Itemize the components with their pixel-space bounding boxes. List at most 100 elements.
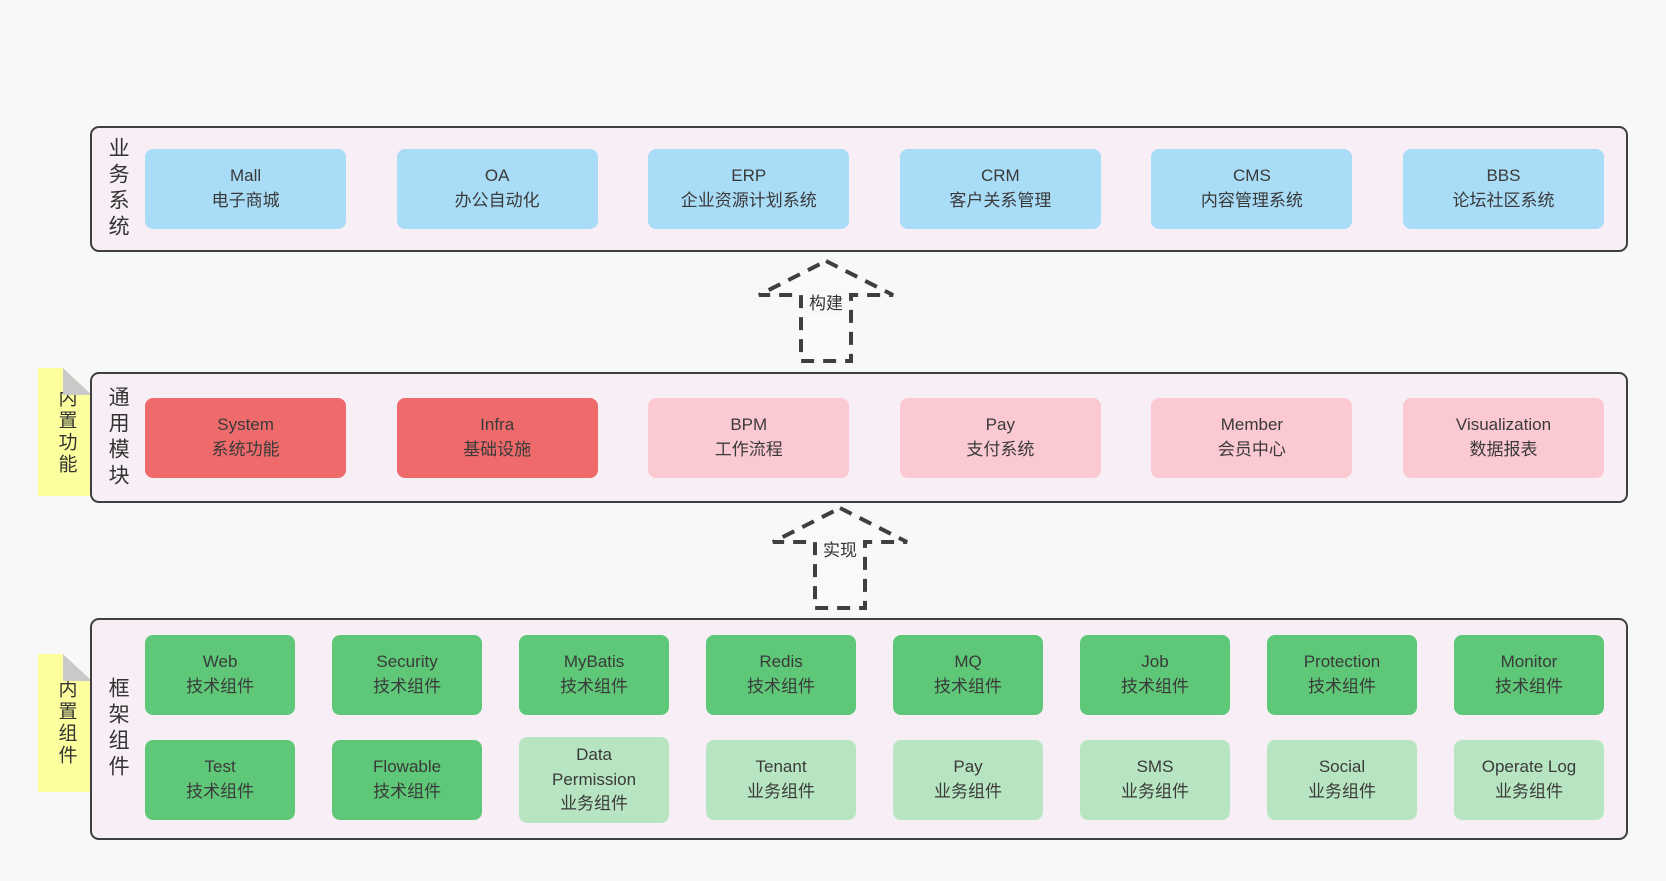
framework-component-box: Security 技术组件 — [332, 635, 483, 716]
box-subtitle: 系统功能 — [211, 439, 280, 459]
box-title: Member — [1220, 414, 1284, 434]
framework-component-box: Protection 技术组件 — [1267, 635, 1417, 716]
box-subtitle: 技术组件 — [1308, 677, 1376, 697]
box-subtitle: 客户关系管理 — [949, 191, 1052, 210]
arrow-build-label: 构建 — [805, 288, 847, 315]
box-title: Test — [204, 757, 236, 777]
framework-component-box: Tenant 业务组件 — [706, 739, 857, 820]
box-title: Infra — [480, 414, 515, 434]
box-subtitle: 内容管理系统 — [1200, 191, 1303, 210]
box-title: Mall — [230, 166, 262, 186]
arrow-implement: 实现 — [770, 505, 910, 611]
box-subtitle: 数据报表 — [1469, 439, 1538, 459]
box-subtitle: 技术组件 — [747, 677, 816, 697]
sticky-builtin-components-label: 内置组件 — [55, 679, 77, 767]
box-subtitle: 技术组件 — [560, 677, 629, 697]
sticky-builtin-features-label: 内置功能 — [55, 388, 77, 476]
framework-component-box: Test 技术组件 — [145, 739, 296, 820]
box-subtitle: 电子商城 — [211, 191, 280, 210]
layer-components-label: 框架组件 — [106, 677, 130, 781]
box-subtitle: 业务组件 — [1308, 781, 1376, 801]
box-subtitle: 技术组件 — [186, 677, 255, 697]
framework-component-box: Job 技术组件 — [1080, 635, 1231, 716]
arrow-implement-label: 实现 — [819, 535, 861, 562]
box-subtitle: 业务组件 — [560, 794, 629, 814]
box-subtitle: 办公自动化 — [454, 191, 540, 210]
business-system-box: Mall 电子商城 — [145, 149, 347, 229]
components-row-1: Web 技术组件 Security 技术组件 MyBatis 技术组件 — [145, 635, 1604, 716]
box-subtitle: 工作流程 — [714, 439, 783, 459]
business-system-box: CRM 客户关系管理 — [899, 149, 1101, 229]
box-subtitle: 论坛社区系统 — [1452, 191, 1555, 210]
framework-component-box: MQ 技术组件 — [893, 635, 1044, 716]
box-title: Flowable — [373, 757, 442, 777]
box-title: CMS — [1233, 166, 1271, 186]
framework-component-box: Data Permission 业务组件 — [519, 737, 670, 823]
module-box: Infra 基础设施 — [396, 397, 598, 478]
module-box: System 系统功能 — [145, 397, 347, 478]
box-title: Monitor — [1500, 652, 1558, 672]
box-title: Protection — [1303, 652, 1381, 672]
framework-component-box: Web 技术组件 — [145, 635, 296, 716]
business-system-box: OA 办公自动化 — [396, 149, 598, 229]
business-system-box: ERP 企业资源计划系统 — [648, 149, 850, 229]
box-title: Visualization — [1455, 414, 1552, 434]
layer-framework-components: 框架组件 Web 技术组件 Security 技术组件 MyBatis — [90, 618, 1628, 840]
module-box: Visualization 数据报表 — [1402, 397, 1604, 478]
arrow-build: 构建 — [756, 258, 896, 364]
box-title: MQ — [954, 652, 982, 672]
box-title: Social — [1318, 757, 1366, 777]
box-subtitle: 技术组件 — [1494, 677, 1563, 697]
components-row-2: Test 技术组件 Flowable 技术组件 Data Permission … — [145, 737, 1604, 823]
box-subtitle: 业务组件 — [1494, 781, 1563, 801]
modules-boxes-row: System 系统功能 Infra 基础设施 BPM 工作流程 Pay 支付系统 — [145, 397, 1604, 478]
box-subtitle: 业务组件 — [1121, 781, 1190, 801]
framework-component-box: Flowable 技术组件 — [332, 739, 483, 820]
module-box: Member 会员中心 — [1151, 397, 1353, 478]
framework-component-box: Monitor 技术组件 — [1453, 635, 1604, 716]
box-subtitle: 企业资源计划系统 — [680, 191, 817, 210]
sticky-note-builtin-components: 内置组件 — [38, 654, 92, 792]
layer-modules-label: 通用模块 — [106, 385, 130, 490]
framework-component-box: MyBatis 技术组件 — [519, 635, 670, 716]
framework-component-box: Operate Log 业务组件 — [1453, 739, 1604, 820]
box-title: Pay — [953, 757, 983, 777]
framework-component-box: SMS 业务组件 — [1080, 739, 1231, 820]
sticky-fold-corner — [63, 654, 92, 681]
module-box: Pay 支付系统 — [899, 397, 1101, 478]
box-title: BPM — [730, 414, 768, 434]
box-title: CRM — [980, 166, 1020, 186]
business-boxes-row: Mall 电子商城 OA 办公自动化 ERP 企业资源计划系统 CRM 客户关系… — [145, 149, 1604, 229]
box-title: Tenant — [755, 757, 807, 777]
box-subtitle: 支付系统 — [966, 439, 1035, 459]
module-box: BPM 工作流程 — [648, 397, 850, 478]
business-system-box: CMS 内容管理系统 — [1151, 149, 1353, 229]
layer-business-label: 业务系统 — [106, 137, 130, 241]
box-subtitle: 技术组件 — [1121, 677, 1190, 697]
framework-component-box: Social 业务组件 — [1267, 739, 1417, 820]
framework-component-box: Redis 技术组件 — [706, 635, 857, 716]
box-subtitle: 技术组件 — [186, 781, 255, 801]
business-system-box: BBS 论坛社区系统 — [1402, 149, 1604, 229]
layer-business-systems: 业务系统 Mall 电子商城 OA 办公自动化 ERP 企业资源计划系统 — [90, 126, 1628, 252]
box-title: Pay — [985, 414, 1015, 434]
box-subtitle: 业务组件 — [934, 781, 1003, 801]
box-title: Operate Log — [1481, 757, 1577, 777]
box-subtitle: 基础设施 — [463, 439, 532, 459]
components-rows: Web 技术组件 Security 技术组件 MyBatis 技术组件 — [145, 635, 1604, 823]
sticky-note-builtin-features: 内置功能 — [38, 368, 92, 496]
sticky-fold-corner — [63, 368, 92, 395]
box-title: Job — [1141, 652, 1169, 672]
box-title: Web — [202, 652, 238, 672]
box-subtitle: 会员中心 — [1217, 439, 1286, 459]
box-subtitle: 业务组件 — [747, 781, 816, 801]
box-subtitle: 技术组件 — [934, 677, 1003, 697]
layer-common-modules: 通用模块 System 系统功能 Infra 基础设施 BPM 工作流程 — [90, 372, 1628, 503]
box-subtitle: 技术组件 — [373, 677, 442, 697]
box-title: System — [217, 414, 274, 434]
box-title: ERP — [731, 166, 767, 186]
box-title: Redis — [759, 652, 803, 672]
box-title: Data Permission — [552, 745, 637, 789]
box-title: SMS — [1136, 757, 1174, 777]
